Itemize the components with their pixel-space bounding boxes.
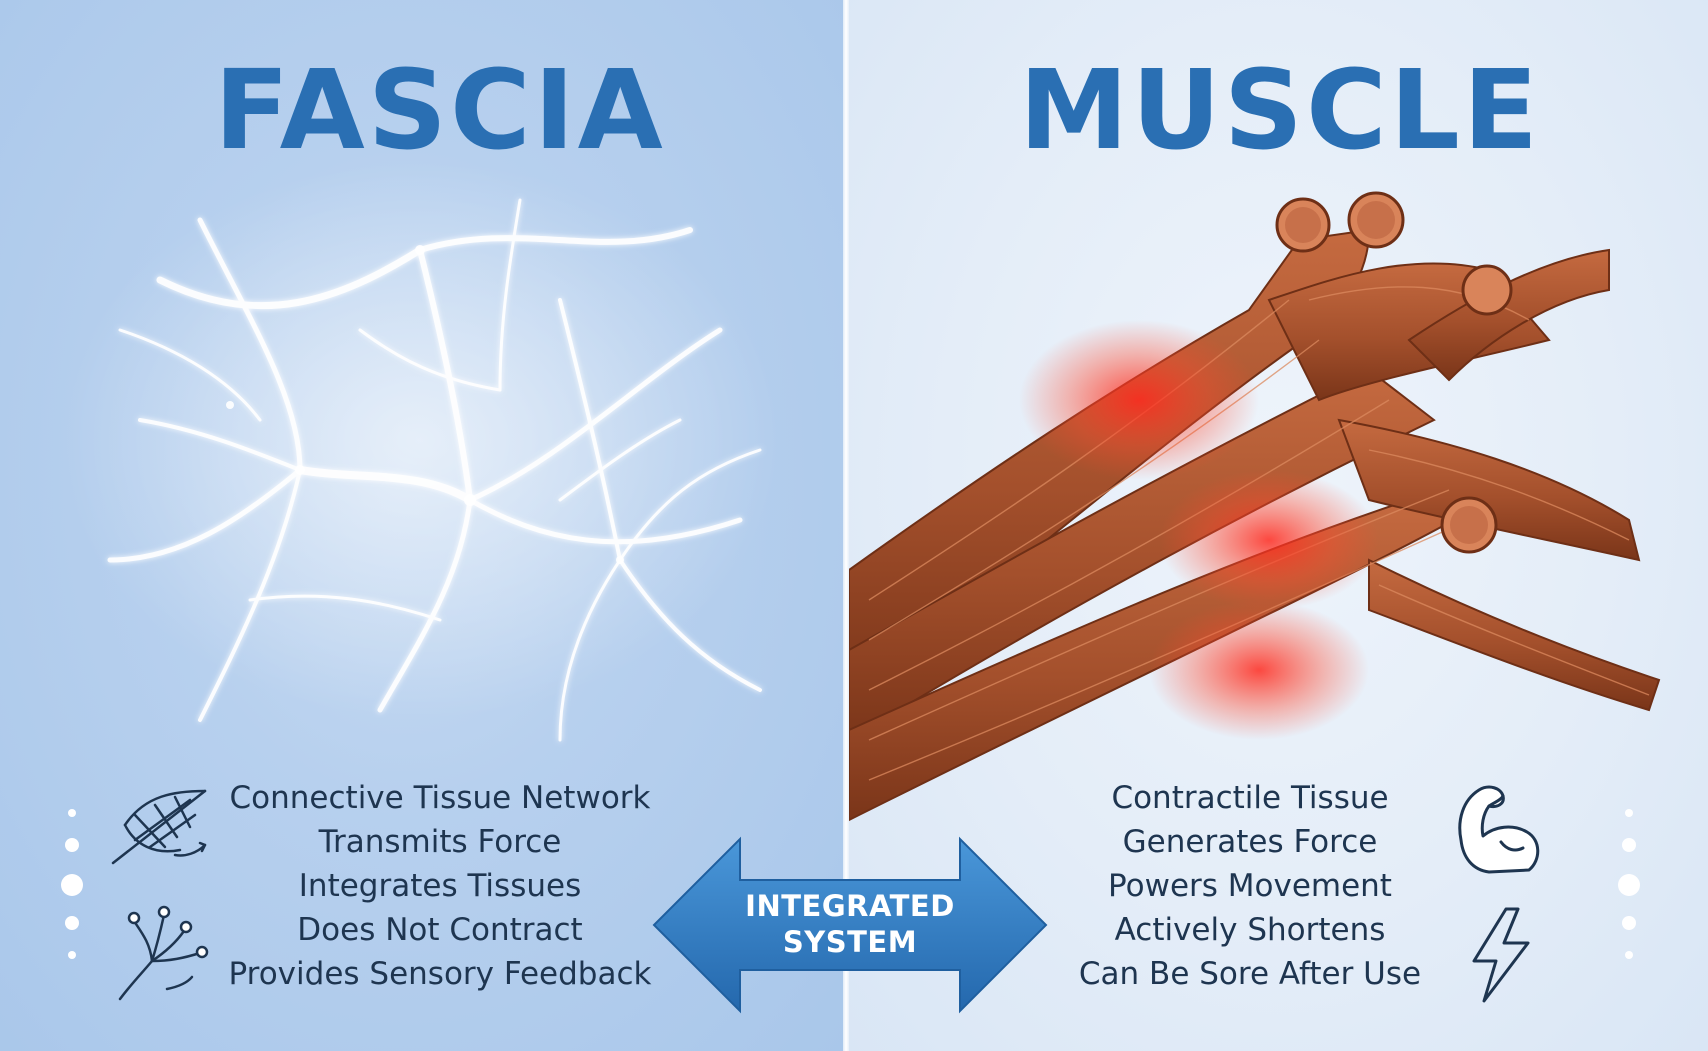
decorative-dots — [61, 809, 83, 959]
muscle-fiber-illustration — [849, 191, 1661, 822]
fascia-feature-list: Connective Tissue Network Transmits Forc… — [160, 776, 720, 996]
muscle-feature-item: Can Be Sore After Use — [1078, 956, 1422, 992]
arrow-label-line2: SYSTEM — [782, 925, 918, 959]
muscle-feature-item: Actively Shortens — [1114, 912, 1386, 948]
arrow-label-line1: INTEGRATED — [745, 889, 955, 923]
fascia-feature-item: Does Not Contract — [297, 912, 583, 948]
fascia-feature-item: Provides Sensory Feedback — [228, 956, 652, 992]
panel-divider — [843, 0, 849, 1051]
double-arrow-icon — [652, 836, 1048, 1014]
muscle-bundle-ends — [1275, 191, 1513, 554]
fascia-title: FASCIA — [214, 46, 666, 174]
muscle-title: MUSCLE — [1019, 46, 1541, 174]
integrated-system-label: INTEGRATED SYSTEM — [700, 888, 1000, 960]
muscle-feature-list: Contractile Tissue Generates Force Power… — [970, 776, 1530, 996]
nerve-ending-icon — [118, 905, 209, 1001]
muscle-feature-item: Generates Force — [1122, 824, 1378, 860]
lightning-bolt-icon — [1472, 907, 1530, 1003]
muscle-feature-item: Powers Movement — [1108, 868, 1392, 904]
muscle-feature-item: Contractile Tissue — [1111, 780, 1389, 816]
fascia-network-illustration — [60, 160, 780, 742]
web-network-icon — [111, 789, 207, 865]
fascia-feature-item: Integrates Tissues — [298, 868, 582, 904]
muscle-panel: MUSCLE Contractile Tissue Generates Forc… — [849, 0, 1708, 1051]
flexed-arm-icon — [1458, 785, 1540, 874]
decorative-dots — [1618, 809, 1640, 959]
fascia-feature-item: Connective Tissue Network — [229, 780, 651, 816]
fascia-feature-item: Transmits Force — [318, 824, 562, 860]
fascia-panel: FASCIA Connective Tissue Network Transmi… — [0, 0, 843, 1051]
